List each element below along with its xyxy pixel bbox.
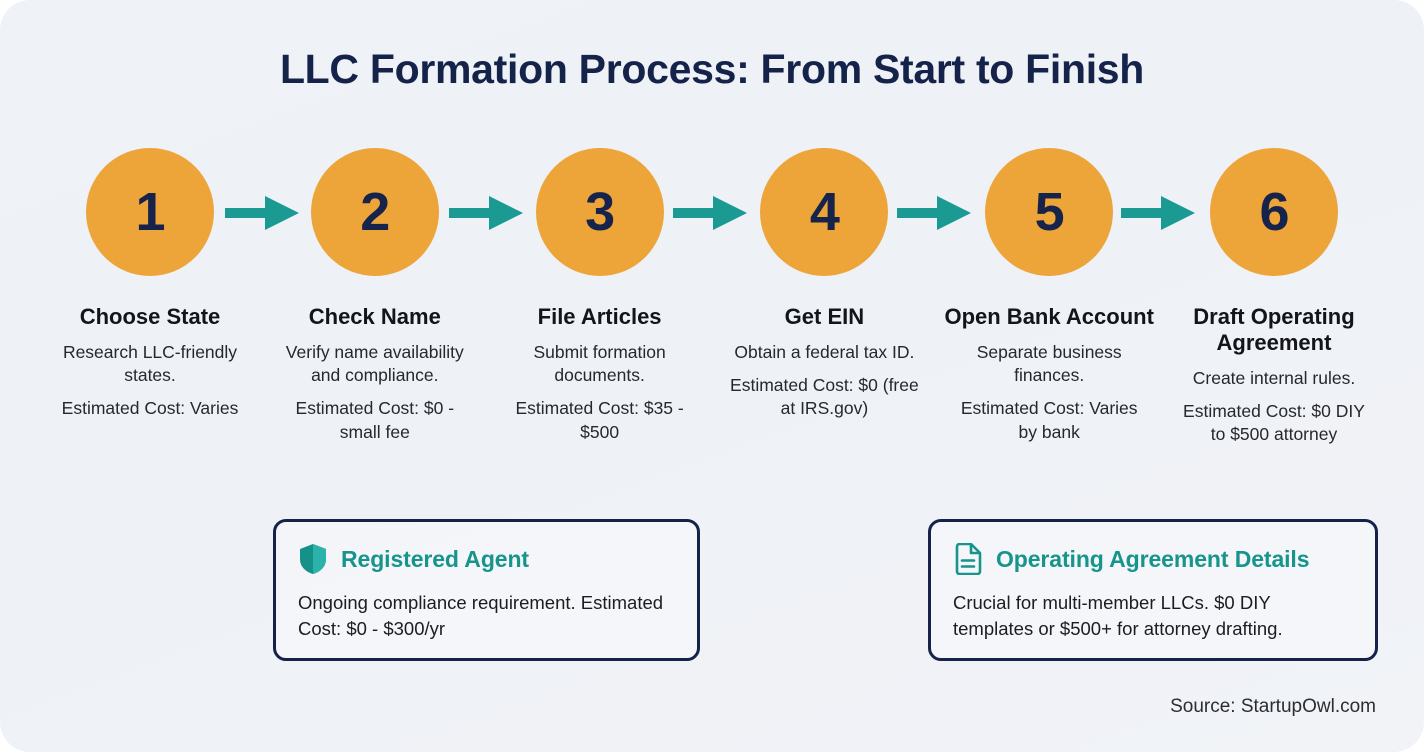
step-number-2: 2 bbox=[360, 182, 390, 242]
step-description-5: Separate business finances. bbox=[976, 341, 1122, 386]
step-cost-4: Estimated Cost: $0 (free at IRS.gov) bbox=[730, 375, 919, 419]
step-number-4: 4 bbox=[809, 182, 840, 242]
process-step-3: 3 File Articles Submit formation documen… bbox=[488, 148, 712, 444]
process-step-6: 6 Draft Operating Agreement Create inter… bbox=[1162, 148, 1386, 447]
step-title-6: Draft Operating Agreement bbox=[1193, 304, 1355, 355]
callout-left-header: Registered Agent bbox=[298, 542, 675, 576]
step-number-5: 5 bbox=[1034, 182, 1065, 242]
step-number-3: 3 bbox=[585, 182, 615, 242]
page-title: LLC Formation Process: From Start to Fin… bbox=[279, 46, 1145, 92]
step-title-4: Get EIN bbox=[784, 304, 865, 329]
step-number-1: 1 bbox=[135, 182, 165, 242]
step-cost-5: Estimated Cost: Varies by bank bbox=[960, 398, 1138, 442]
step-number-6: 6 bbox=[1259, 182, 1289, 242]
callout-right-body: Crucial for multi-member LLCs. $0 DIY te… bbox=[953, 592, 1283, 639]
callout-left-body: Ongoing compliance requirement. Estimate… bbox=[298, 592, 664, 639]
step-description-4: Obtain a federal tax ID. bbox=[734, 341, 915, 362]
step-title-2: Check Name bbox=[308, 304, 441, 329]
step-title-5: Open Bank Account bbox=[944, 304, 1154, 329]
source-attribution: Source: StartupOwl.com bbox=[1170, 696, 1376, 717]
callout-operating-agreement: Operating Agreement Details Crucial for … bbox=[928, 519, 1378, 661]
process-step-4: 4 Get EIN Obtain a federal tax ID. Estim… bbox=[712, 148, 936, 421]
callout-right-header: Operating Agreement Details bbox=[953, 542, 1353, 576]
step-circle-5: 5 bbox=[985, 148, 1114, 276]
step-title-1: Choose State bbox=[79, 304, 221, 329]
step-circle-2: 2 bbox=[310, 148, 439, 276]
process-step-2: 2 Check Name Verify name availability an… bbox=[263, 148, 487, 444]
step-description-1: Research LLC-friendly states. bbox=[62, 341, 238, 386]
callout-registered-agent: Registered Agent Ongoing compliance requ… bbox=[273, 519, 700, 661]
document-icon bbox=[955, 543, 982, 575]
process-step-1: 1 Choose State Research LLC-friendly sta… bbox=[38, 148, 262, 421]
step-circle-1: 1 bbox=[86, 148, 214, 276]
step-circle-3: 3 bbox=[535, 148, 664, 276]
step-cost-1: Estimated Cost: Varies bbox=[61, 398, 239, 419]
process-steps-row: 1 Choose State Research LLC-friendly sta… bbox=[38, 148, 1386, 508]
step-circle-6: 6 bbox=[1209, 148, 1338, 276]
step-cost-6: Estimated Cost: $0 DIY to $500 attorney bbox=[1183, 401, 1365, 445]
step-circle-4: 4 bbox=[760, 148, 889, 276]
step-title-3: File Articles bbox=[537, 304, 662, 329]
callout-left-title: Registered Agent bbox=[341, 545, 529, 572]
step-cost-2: Estimated Cost: $0 - small fee bbox=[295, 398, 455, 442]
shield-icon bbox=[300, 544, 326, 574]
step-cost-3: Estimated Cost: $35 - $500 bbox=[515, 398, 684, 442]
process-step-5: 5 Open Bank Account Separate business fi… bbox=[937, 148, 1161, 444]
callout-right-title: Operating Agreement Details bbox=[996, 545, 1310, 572]
step-description-2: Verify name availability and compliance. bbox=[285, 341, 464, 386]
step-description-6: Create internal rules. bbox=[1192, 367, 1356, 388]
step-description-3: Submit formation documents. bbox=[533, 341, 666, 386]
